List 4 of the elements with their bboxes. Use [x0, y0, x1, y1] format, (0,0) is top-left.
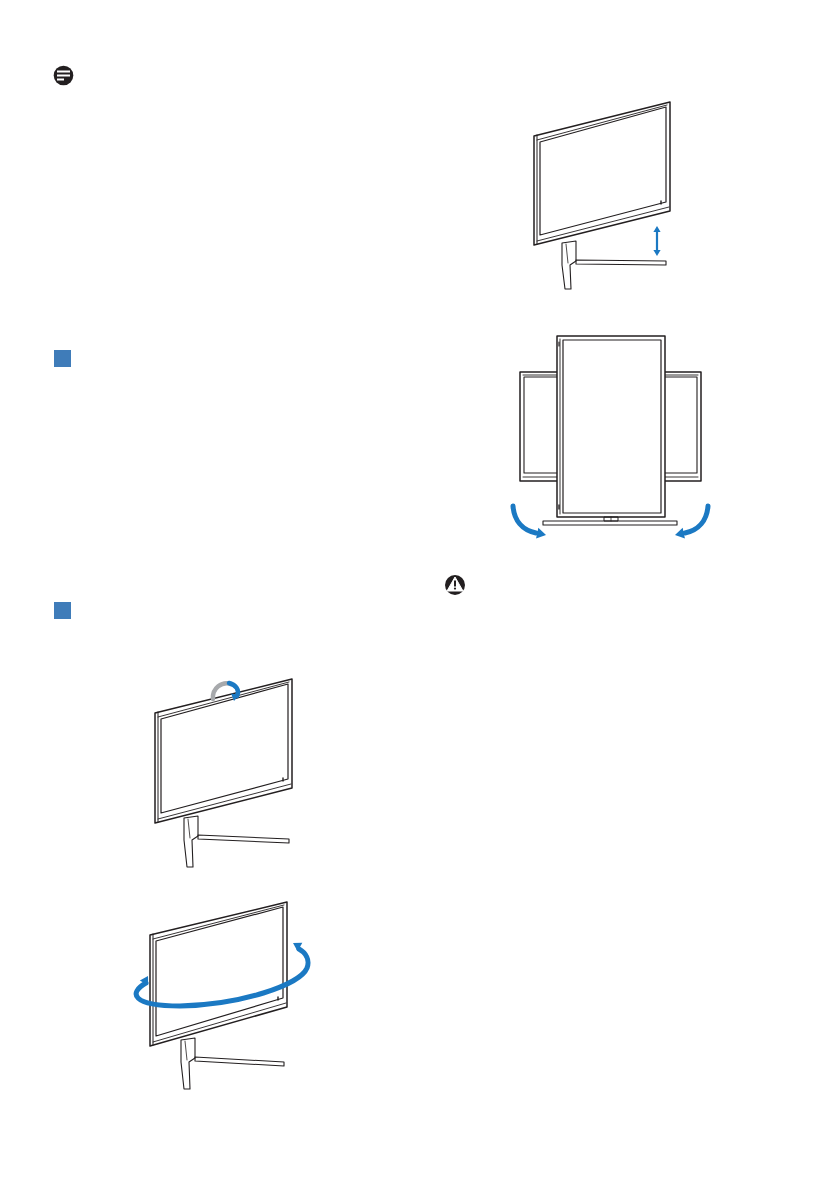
monitor-illustration	[133, 901, 311, 1090]
monitor-illustration	[154, 678, 293, 868]
monitor-illustration	[533, 101, 671, 290]
monitor-illustration	[510, 335, 711, 539]
